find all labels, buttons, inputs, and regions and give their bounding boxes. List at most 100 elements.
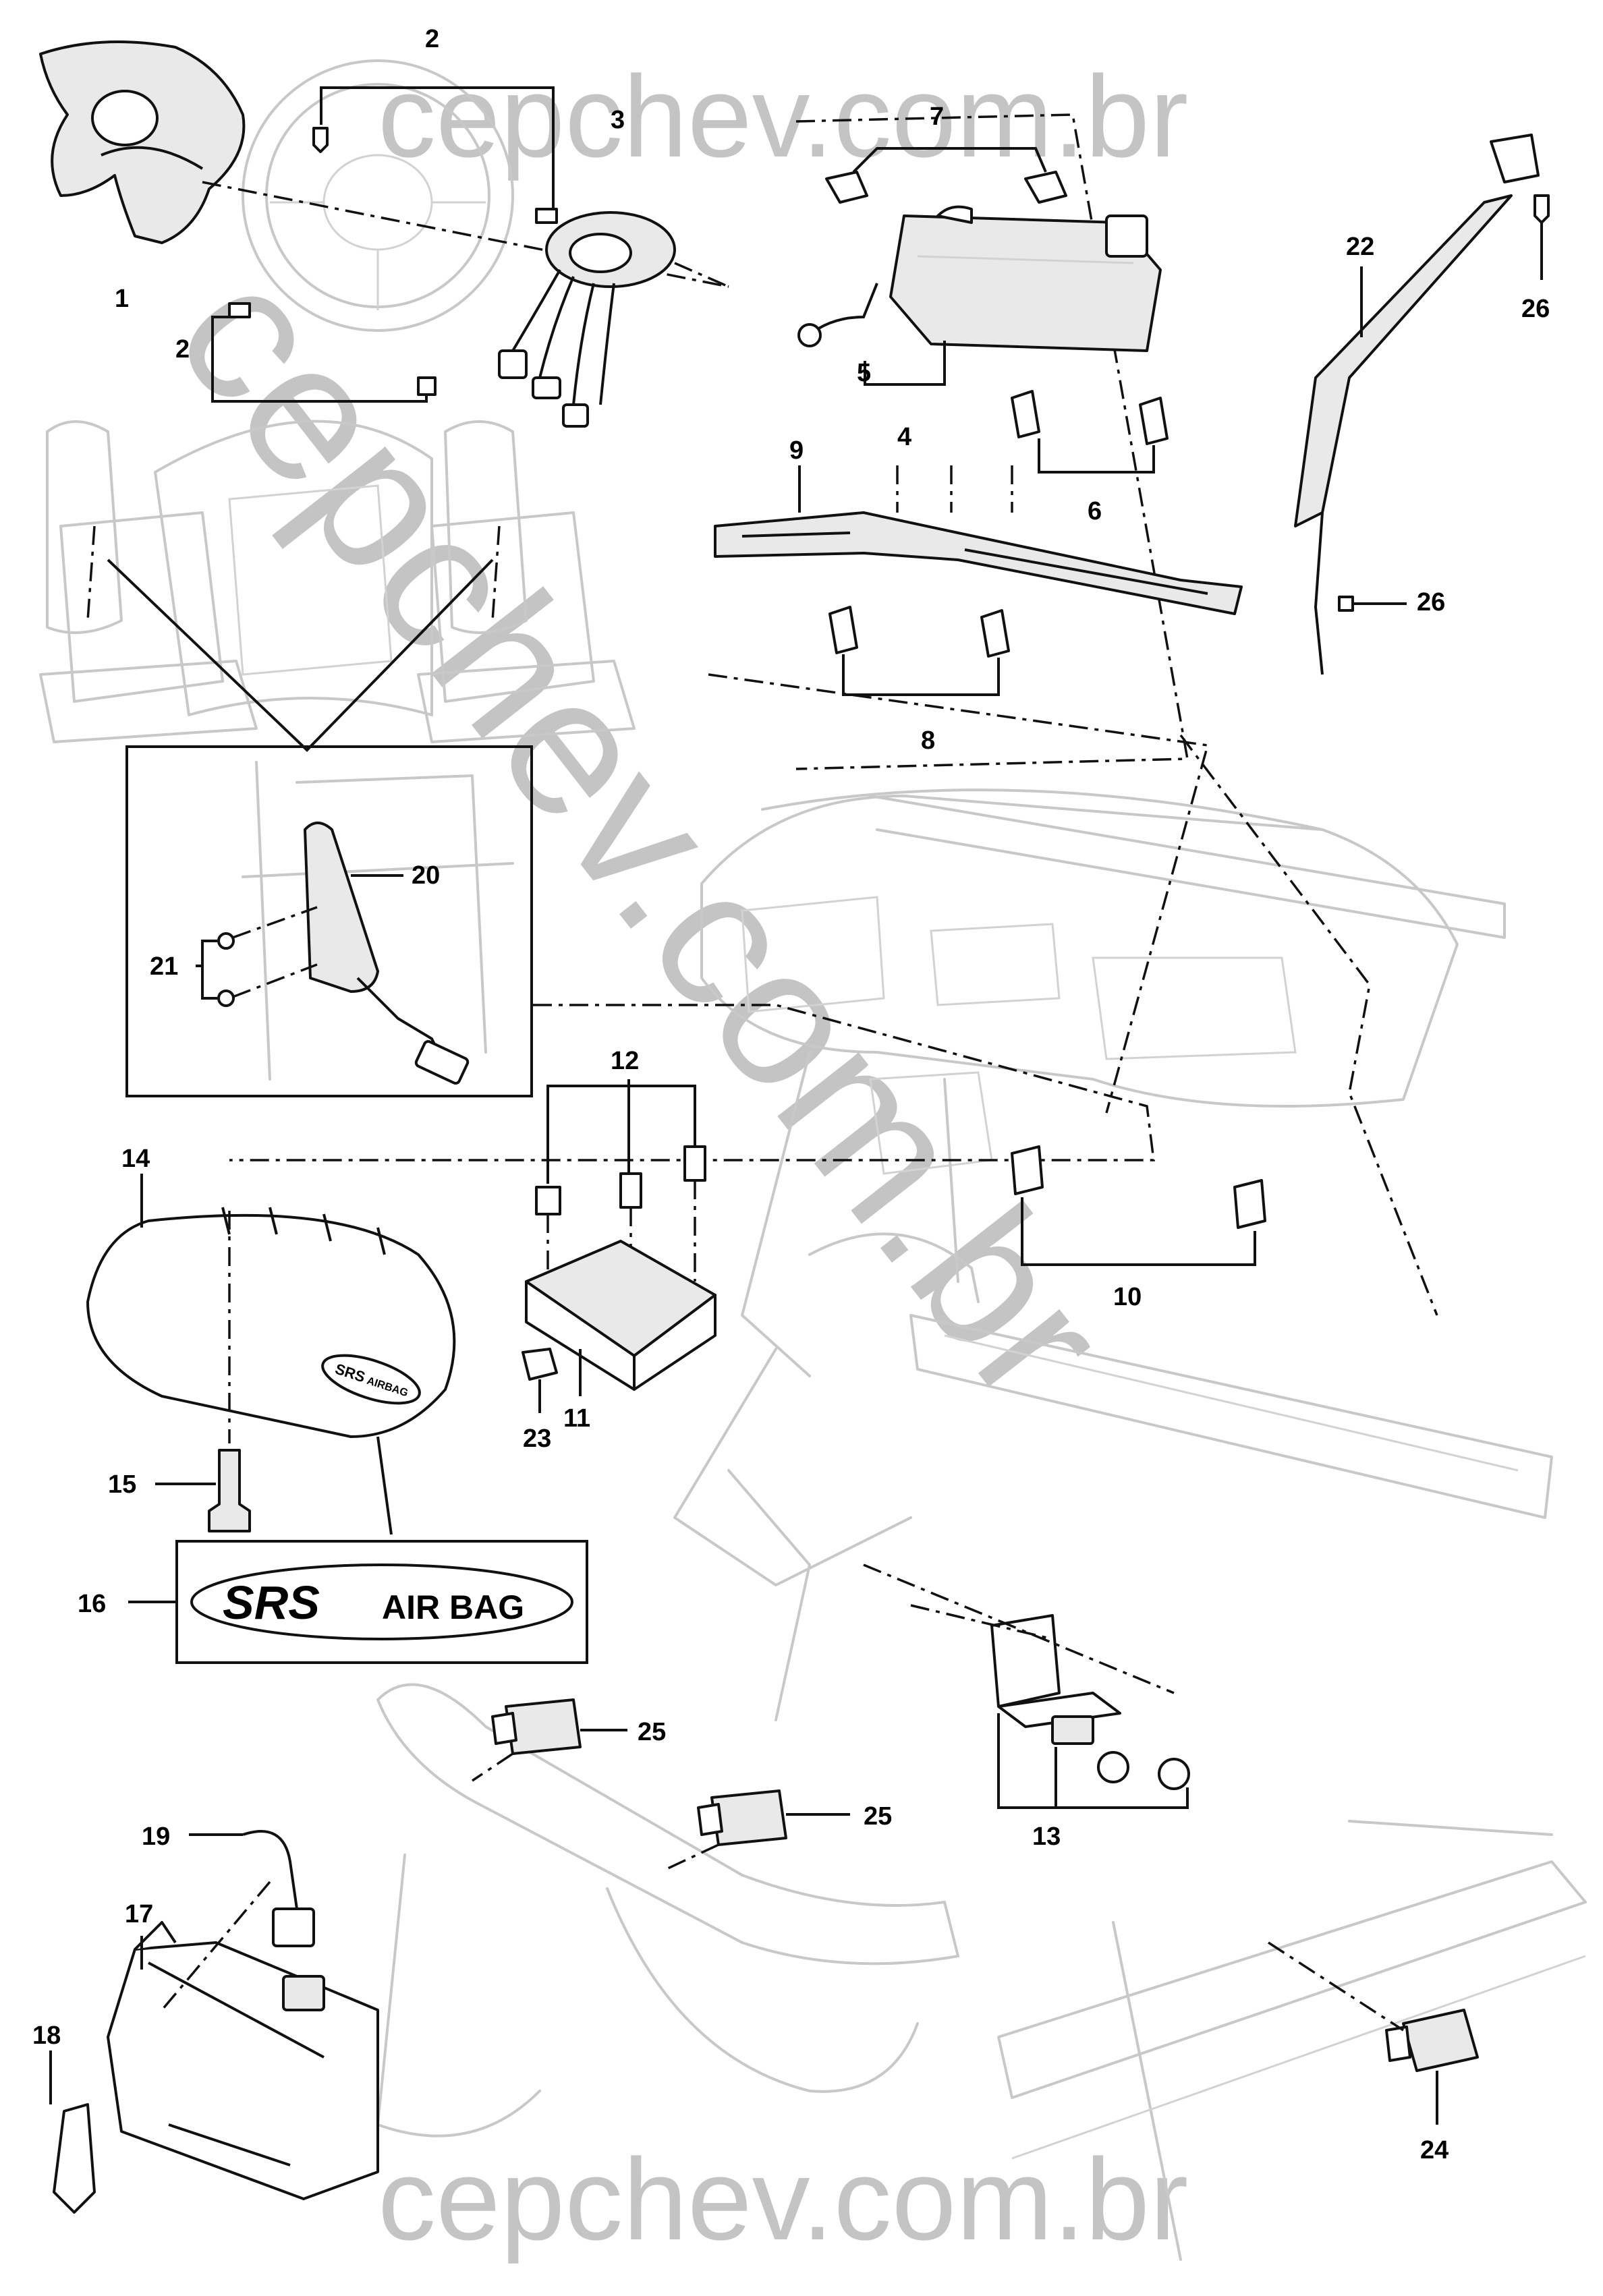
- dashboard-lower-ref: [229, 1004, 1155, 1161]
- front-sensor-bracket: [990, 1614, 1121, 1745]
- seat-airbag-inset-ghost: [242, 761, 514, 1081]
- seat-airbag-lead: [107, 558, 494, 752]
- curtain-airbag: [1294, 134, 1540, 675]
- passenger-airbag-module: [889, 205, 1162, 352]
- callout-4: 4: [897, 423, 911, 451]
- callout-16: 16: [78, 1590, 106, 1618]
- sdm-screw-left: [535, 1186, 561, 1215]
- callout-14: 14: [121, 1145, 150, 1173]
- lower-console-bracket: [107, 1921, 379, 2200]
- dashboard-bolt-left: [1011, 1145, 1044, 1195]
- callout-12: 12: [611, 1047, 639, 1075]
- callout-22: 22: [1346, 233, 1374, 261]
- front-sensor-ref: [863, 1563, 1175, 1694]
- seat-side-airbag: [304, 822, 470, 1085]
- passenger-airbag-bolt-right: [1139, 397, 1169, 445]
- srs-badge-srs-text: SRS: [223, 1576, 320, 1629]
- passenger-airbag-bracket: [714, 511, 1243, 615]
- dashboard-outline-ref: [708, 673, 1438, 1316]
- wheel-screw-bottom-right: [417, 376, 437, 396]
- passenger-airbag-nut-left: [825, 171, 868, 204]
- impact-sensor-lower-ref: [667, 1843, 719, 1870]
- passenger-airbag-tether-clip: [797, 323, 822, 347]
- callout-11: 11: [563, 1404, 590, 1433]
- bracket-bolt-right: [980, 609, 1010, 658]
- callout-2-top: 2: [425, 25, 439, 53]
- seat-background-illustration: [39, 420, 636, 743]
- callout-7: 7: [930, 103, 944, 131]
- passenger-airbag-bolt-left: [1011, 390, 1040, 438]
- callout-24: 24: [1420, 2136, 1449, 2164]
- clock-spring: [498, 211, 676, 428]
- callout-13-bracket: [997, 1713, 1189, 1809]
- clock-spring-ref: [674, 262, 729, 288]
- srs-badge-oval: [190, 1563, 573, 1640]
- curtain-airbag-bolt-upper: [1534, 194, 1550, 224]
- callout-6-bracket: [1038, 438, 1155, 473]
- sdm-screw-right: [683, 1145, 706, 1182]
- dashboard-bolt-right: [1233, 1179, 1266, 1229]
- callout-4-bracket: [864, 341, 946, 386]
- impact-sensor-upper: [491, 1698, 582, 1755]
- dashboard-illustration: [673, 788, 1553, 1586]
- sdm-nut: [522, 1348, 558, 1381]
- bracket-ref-lines: [896, 465, 1013, 513]
- callout-26-lower: 26: [1417, 588, 1445, 616]
- callout-25-upper: 25: [638, 1718, 666, 1746]
- watermark-bottom: cepchev.com.br: [378, 2135, 1188, 2264]
- knee-airbag-bolt: [208, 1449, 251, 1532]
- callout-16-connector: [376, 1436, 393, 1535]
- seat-airbag-nut-upper: [217, 932, 235, 950]
- callout-2-top-bracket: [320, 86, 555, 209]
- wheel-screw-bottom-left: [228, 302, 251, 318]
- callout-8: 8: [921, 726, 935, 755]
- srs-badge-airbag-text: AIR BAG: [382, 1588, 524, 1626]
- callout-2-bottom-bracket: [211, 316, 428, 403]
- passenger-airbag-nut-right: [1024, 171, 1067, 204]
- seat-airbag-ref-left: [86, 525, 96, 621]
- impact-sensor-lower: [697, 1789, 787, 1846]
- callout-8-bracket: [842, 654, 1000, 696]
- callout-26-upper: 26: [1521, 295, 1550, 323]
- callout-10: 10: [1113, 1283, 1142, 1311]
- curtain-airbag-bolt-lower: [1338, 596, 1354, 612]
- sdm-control-unit: [525, 1240, 716, 1391]
- impact-sensor-upper-ref: [472, 1752, 513, 1782]
- front-structure-illustration: [376, 1469, 1587, 2261]
- callout-12-bracket: [546, 1079, 696, 1184]
- callout-20: 20: [412, 861, 440, 890]
- callout-10-bracket: [1021, 1197, 1256, 1266]
- driver-airbag-module: [39, 40, 246, 244]
- callout-7-bracket: [852, 147, 1047, 173]
- passenger-airbag-outline: [795, 113, 1189, 770]
- seat-airbag-ref-right: [491, 525, 501, 621]
- seat-airbag-nut-lower: [217, 989, 235, 1007]
- callout-19: 19: [142, 1823, 170, 1851]
- knee-airbag-cover: SRS AIRBAG: [86, 1207, 456, 1438]
- callout-23: 23: [523, 1425, 551, 1453]
- cover-plate: [53, 2103, 96, 2214]
- callout-1: 1: [115, 285, 129, 313]
- callout-5: 5: [857, 359, 871, 387]
- callout-2-bottom: 2: [175, 335, 190, 364]
- callout-25-lower: 25: [864, 1802, 892, 1831]
- side-impact-sensor-ref: [1268, 1941, 1404, 2032]
- connector-harness-ref: [161, 1881, 271, 2011]
- sdm-screw-center: [619, 1172, 642, 1209]
- watermark-top: cepchev.com.br: [378, 52, 1188, 181]
- callout-6: 6: [1088, 497, 1102, 525]
- connector-harness: [242, 1830, 315, 1947]
- seat-airbag-nut-ref: [232, 906, 318, 998]
- front-sensor-nut-right: [1158, 1758, 1190, 1790]
- callout-15: 15: [108, 1470, 136, 1499]
- steering-wheel-illustration: [242, 59, 514, 332]
- bracket-bolt-left: [828, 606, 858, 654]
- wheel-screw-top-left: [312, 127, 329, 153]
- side-impact-sensor: [1385, 2009, 1479, 2072]
- seat-airbag-inset-box: [125, 745, 533, 1097]
- callout-17: 17: [125, 1900, 153, 1928]
- callout-21: 21: [150, 952, 178, 981]
- callout-18: 18: [32, 2021, 61, 2050]
- callout-9: 9: [789, 436, 804, 465]
